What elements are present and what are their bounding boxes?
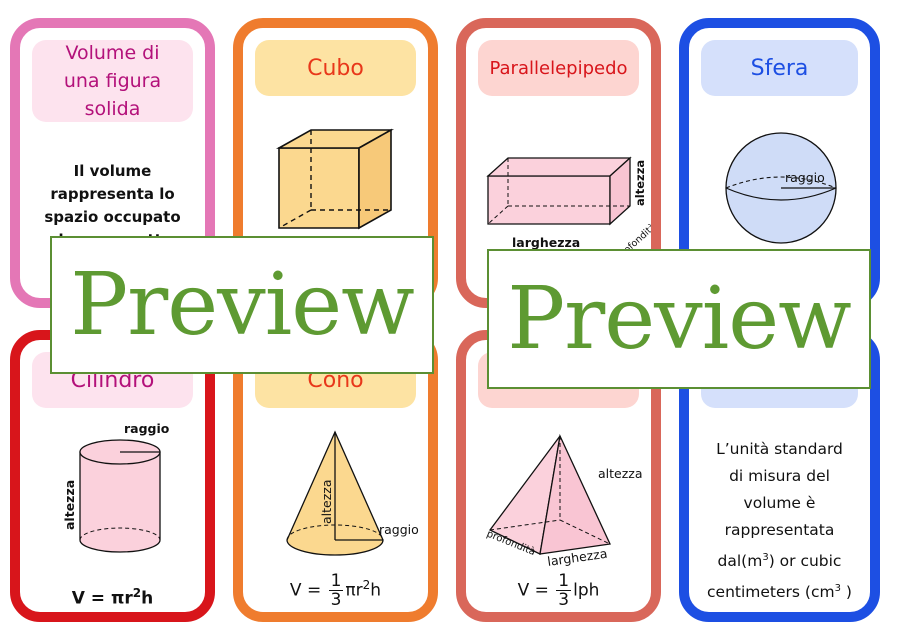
pyramid-face-front	[539, 433, 611, 555]
pyramid-figure: altezza larghezza profondità	[485, 433, 643, 567]
cylinder-height-label: altezza	[62, 480, 77, 530]
card-volume: Volume di una figura solida Il volume ra…	[10, 18, 215, 308]
cylinder-radius-label: raggio	[124, 421, 170, 436]
card-title-volume: Volume di una figura solida	[32, 40, 193, 122]
cube-side-face	[358, 128, 392, 230]
pyramid-hidden-edge	[489, 519, 561, 531]
sphere-equator-back	[725, 176, 837, 189]
pyramid-width-label: larghezza	[546, 546, 608, 567]
cuboid-width-label: larghezza	[512, 235, 580, 250]
card-title-cuboid: Parallelepipedo	[478, 40, 639, 96]
cuboid-height-label: altezza	[633, 160, 647, 206]
cylinder-figure: raggio altezza	[62, 421, 170, 553]
cube-hidden-edge	[278, 209, 312, 229]
cube-figure	[275, 128, 395, 230]
cylinder-formula: V = πr2h	[71, 586, 154, 609]
preview-watermark: Preview	[50, 236, 434, 374]
cylinder-bottom-hidden	[79, 527, 161, 541]
cube-front-face	[278, 147, 360, 229]
card-cylinder: Cilindro raggio altezza V = πr2h	[10, 330, 215, 622]
cylinder-body	[79, 451, 161, 553]
cuboid-top-face	[486, 157, 632, 177]
sphere-radius-label: raggio	[785, 170, 825, 185]
cuboid-front-face	[487, 175, 611, 225]
card-title-cube: Cubo	[255, 40, 416, 96]
preview-watermark: Preview	[487, 249, 871, 389]
cuboid-figure: larghezza altezza profondità	[486, 156, 651, 262]
card-title-sphere: Sfera	[701, 40, 858, 96]
pyramid-height-label: altezza	[598, 466, 643, 481]
unit-description: L’unità standard di misura del volume è …	[707, 440, 852, 602]
sphere-figure: raggio	[725, 132, 837, 244]
cone-radius-label: raggio	[379, 522, 419, 537]
pyramid-hidden-edge	[559, 519, 611, 545]
cuboid-hidden-edge	[487, 205, 509, 225]
cone-figure: altezza raggio	[286, 430, 419, 556]
sphere-equator-front	[725, 187, 837, 201]
cone-height-label: altezza	[319, 479, 334, 524]
